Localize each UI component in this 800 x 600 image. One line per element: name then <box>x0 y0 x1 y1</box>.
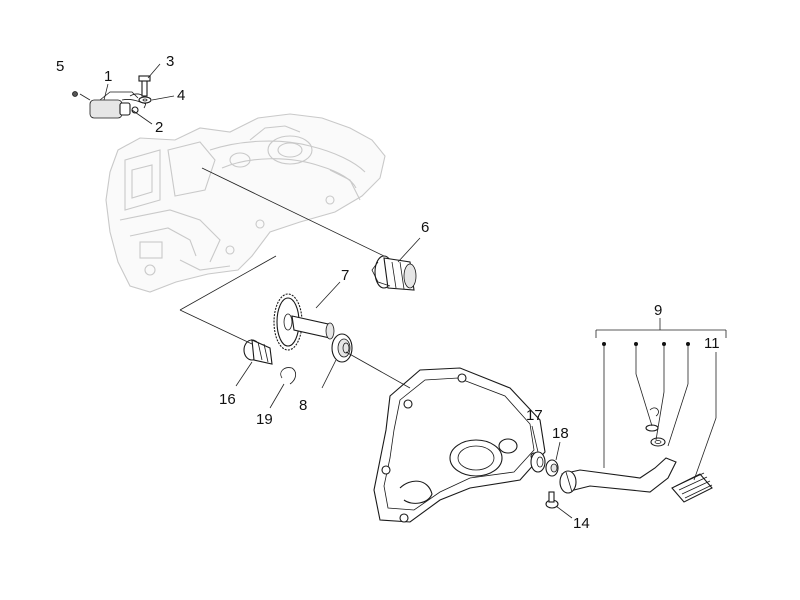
callout-3: 3 <box>166 53 174 70</box>
callout-8: 8 <box>299 397 307 414</box>
lever-bolt-part <box>545 491 559 509</box>
spring-part <box>671 472 713 503</box>
callout-labels: 1 2 3 4 5 6 7 8 9 11 14 16 17 18 19 <box>56 53 720 532</box>
callout-5: 5 <box>56 58 64 75</box>
callout-7: 7 <box>341 267 349 284</box>
kickstart-cover-part <box>373 367 546 523</box>
callout-11: 11 <box>704 335 720 352</box>
callout-4: 4 <box>177 87 185 104</box>
callout-17: 17 <box>526 407 543 424</box>
kickstart-lever-part <box>559 407 677 494</box>
starter-motor-part <box>89 91 147 119</box>
callout-1: 1 <box>104 68 112 85</box>
engine-crankcase-ghost <box>105 113 386 293</box>
callout-16: 16 <box>219 391 236 408</box>
callout-18: 18 <box>552 425 569 442</box>
screw-part <box>72 91 78 97</box>
bushing-part <box>331 333 353 363</box>
callout-6: 6 <box>421 219 429 236</box>
spline-shaft-part <box>243 339 273 365</box>
starter-gear-part <box>273 293 335 351</box>
gear-shaft-part <box>371 255 417 291</box>
oil-seal-part <box>530 451 546 473</box>
washer-part <box>138 96 152 104</box>
bush-part <box>545 459 559 477</box>
leader-lines <box>79 63 727 519</box>
callout-19: 19 <box>256 411 273 428</box>
bolt-part <box>138 75 151 97</box>
circlip-part <box>280 367 296 385</box>
callout-2: 2 <box>155 119 163 136</box>
callout-14: 14 <box>573 515 590 532</box>
callout-9: 9 <box>654 302 662 319</box>
